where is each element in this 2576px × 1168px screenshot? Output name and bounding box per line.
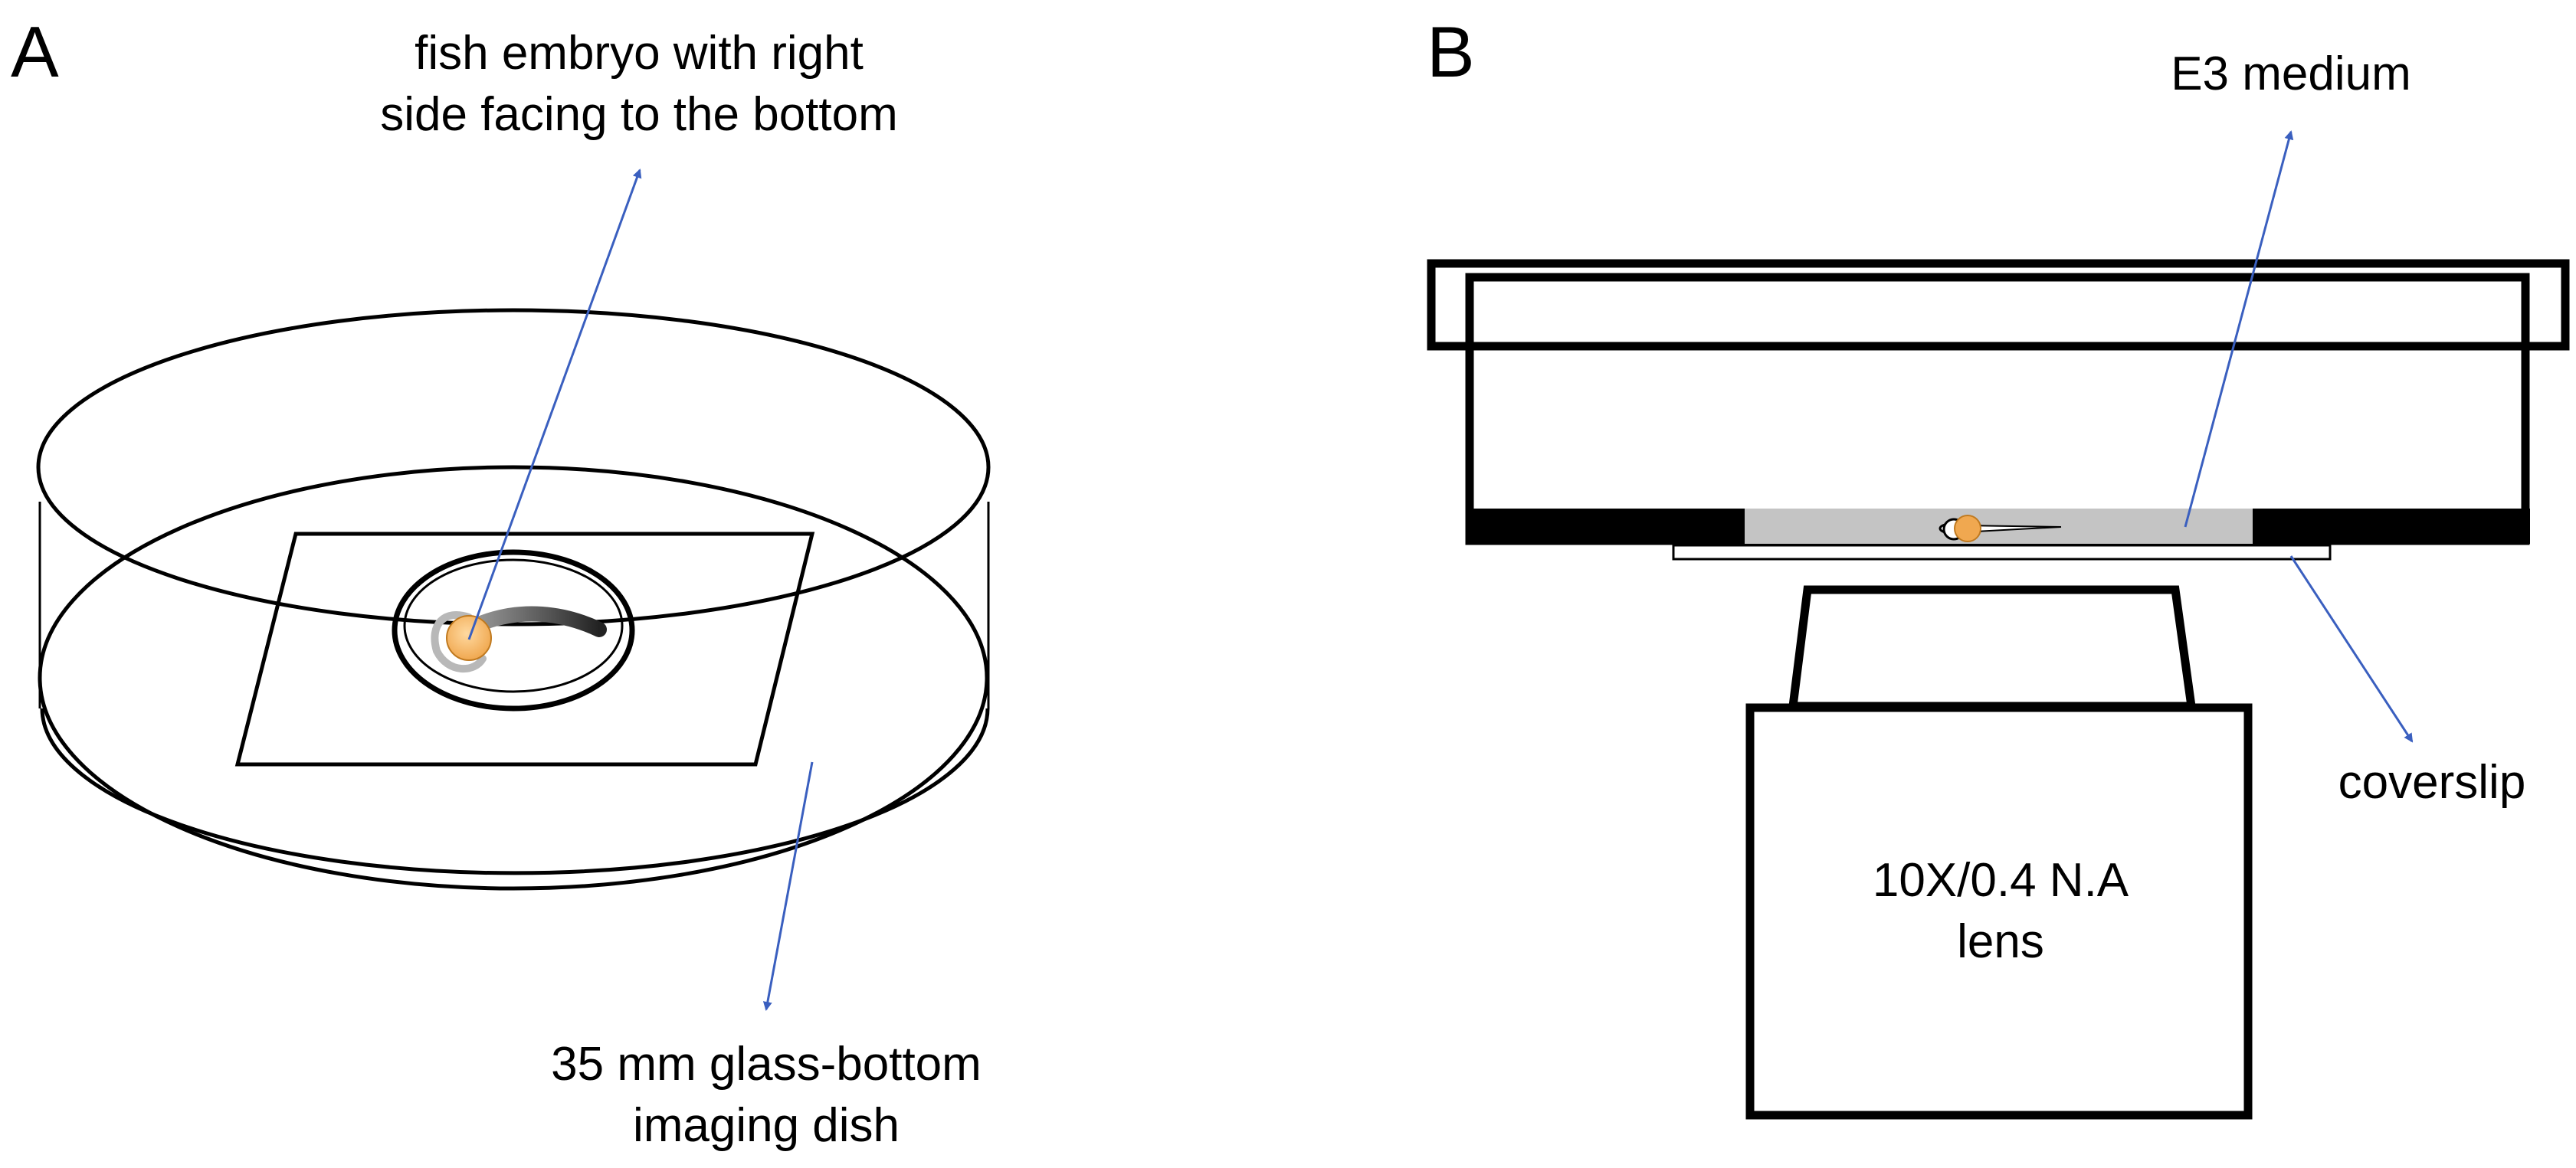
lens-label-line1: 10X/0.4 N.A (1873, 854, 2129, 907)
panel-a-letter: A (11, 11, 59, 92)
dish-bottom-right (2253, 509, 2530, 544)
embryo-label-line2: side facing to the bottom (380, 88, 898, 141)
dish-label-line2: imaging dish (633, 1099, 900, 1152)
lens-body (1745, 703, 2253, 1120)
fish-embryo-icon (431, 606, 607, 672)
dish-lid (1427, 259, 2570, 351)
medium-arrow (2184, 130, 2294, 528)
lens-neck (1788, 585, 2197, 711)
well-inner-ring (403, 558, 624, 693)
dish-body (1465, 273, 2530, 545)
embryo-side-icon (1939, 515, 2062, 542)
panel-b-letter: B (1427, 11, 1475, 92)
coverslip (1672, 544, 2332, 561)
imaging-dish (36, 308, 991, 891)
dish-bottom-arc (40, 708, 990, 875)
dish-arrow (762, 761, 814, 1011)
glass-square (234, 532, 815, 767)
dish-lid-ellipse (36, 308, 991, 627)
e3-medium-label: E3 medium (2171, 47, 2411, 100)
well-outer-ring (392, 549, 635, 712)
dish-bottom-left (1466, 509, 1745, 544)
coverslip-label: coverslip (2338, 756, 2526, 809)
embryo-arrow (467, 168, 642, 640)
dish-rim-ellipse (38, 465, 989, 891)
panel-a: A fish embryo with right side faci (11, 11, 991, 1152)
dish-label-line1: 35 mm glass-bottom (551, 1038, 982, 1091)
lens-label-line2: lens (1957, 915, 2044, 968)
embryo-label-line1: fish embryo with right (415, 27, 864, 80)
coverslip-arrow (2289, 555, 2414, 743)
panel-b: B E3 medium coverslip 10X/0.4 N.A lens (1427, 11, 2570, 1120)
